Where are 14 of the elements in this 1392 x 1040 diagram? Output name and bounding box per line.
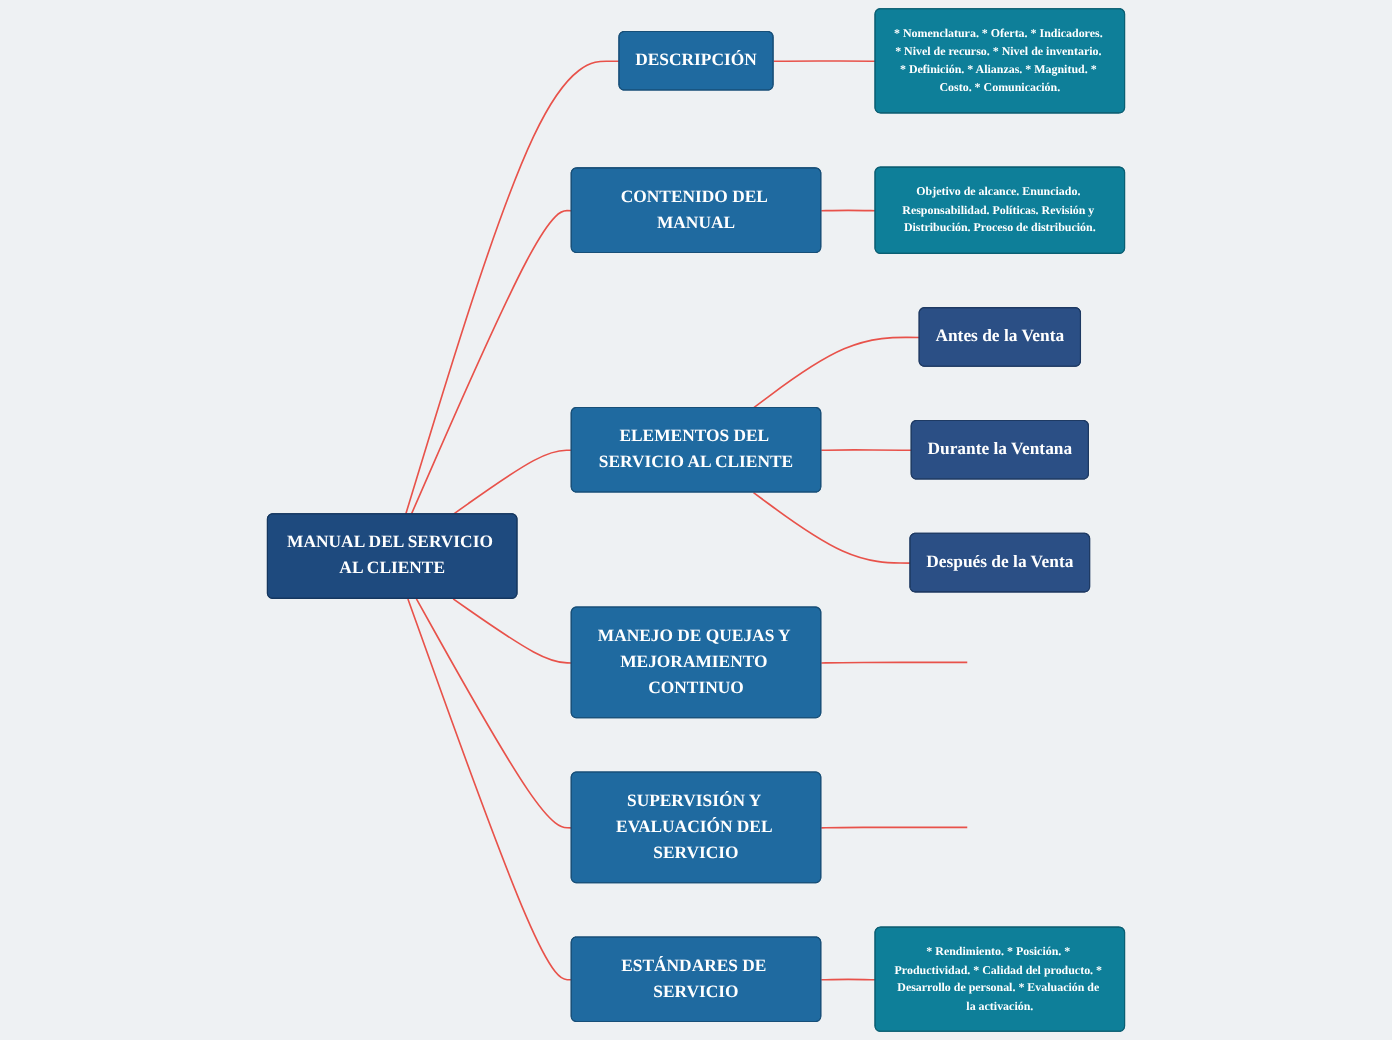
connector xyxy=(752,336,921,409)
connector xyxy=(820,978,877,981)
connector xyxy=(820,661,969,664)
connector xyxy=(452,449,573,516)
connector xyxy=(820,826,969,829)
connector xyxy=(820,449,913,452)
connector xyxy=(772,60,877,63)
connector xyxy=(404,60,621,516)
connector xyxy=(415,598,573,829)
connector xyxy=(407,598,573,981)
connector xyxy=(410,209,573,516)
connector xyxy=(452,598,573,664)
connector xyxy=(752,491,912,564)
connector xyxy=(820,209,877,212)
